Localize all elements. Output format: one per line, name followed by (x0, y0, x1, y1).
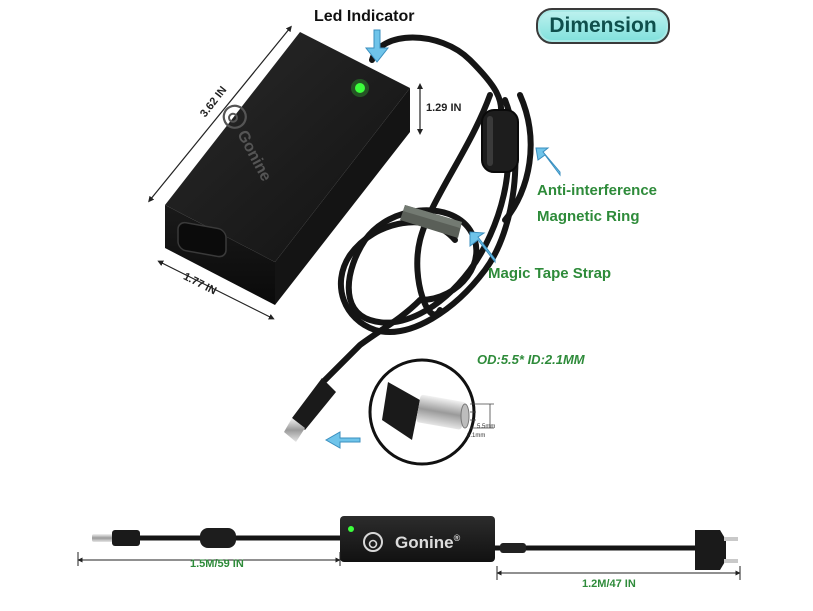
dc-cable-length-label: 1.5M/59 IN (190, 558, 244, 570)
flat-adapter-illustration (92, 516, 738, 570)
brand-registered-mark: ® (453, 533, 461, 543)
magic-tape-strap-label: Magic Tape Strap (488, 265, 612, 282)
plug-detail-zoom (368, 358, 494, 466)
ac-cable-length-label: 1.2M/47 IN (582, 578, 636, 590)
pointer-arrows (324, 29, 561, 449)
length-dimension-line (148, 25, 292, 203)
plug-inner-diameter-label: 2.1mm (467, 433, 486, 439)
anti-interference-label-line2: Magnetic Ring (537, 208, 640, 225)
magnetic-ring (481, 109, 519, 173)
brand-name-text: Gonine (395, 533, 454, 552)
magic-tape-strap (400, 205, 462, 238)
dc-plug-tip (284, 378, 336, 442)
brand-name-bottom: Gonine® (395, 533, 460, 553)
height-dimension-label: 1.29 IN (426, 102, 462, 114)
adapter-body: Gonine (165, 32, 410, 305)
plug-spec-label: OD:5.5* ID:2.1MM (477, 352, 585, 367)
led-indicator-label: Led Indicator (314, 8, 415, 25)
width-dimension-line (157, 260, 275, 320)
dimension-badge: Dimension (536, 8, 670, 44)
anti-interference-label-line1: Anti-interference (537, 182, 658, 199)
plug-outer-diameter-label: 5.5mm (477, 424, 496, 430)
